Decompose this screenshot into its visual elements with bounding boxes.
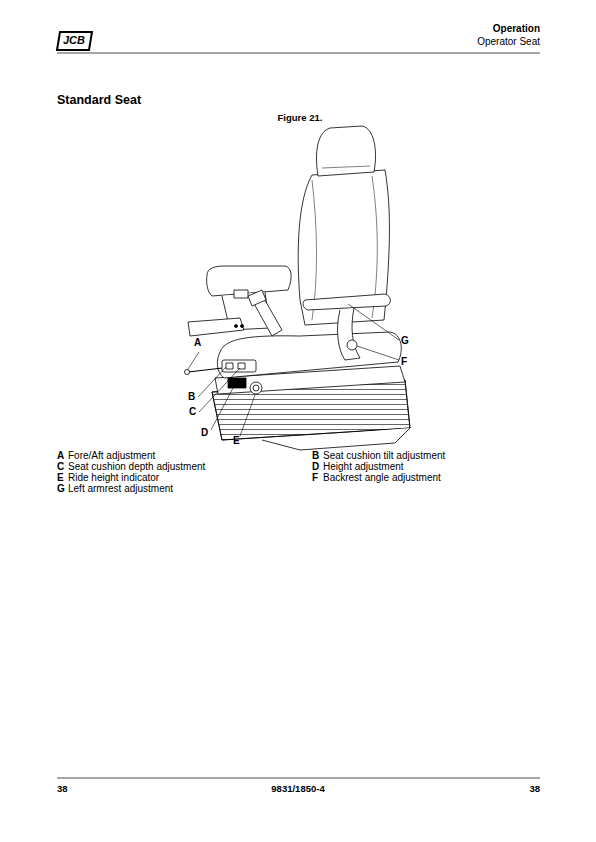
section-title: Operator Seat	[477, 36, 540, 48]
key-description: Ride height indicator	[68, 472, 159, 484]
key-letter: B	[312, 450, 319, 462]
key-description: Left armrest adjustment	[68, 483, 173, 495]
callout-letter: F	[401, 356, 407, 368]
headrest	[317, 126, 376, 176]
key-description: Seat cushion depth adjustment	[68, 461, 205, 473]
backrest	[298, 170, 389, 325]
key-letter: D	[312, 461, 319, 473]
seat-cushion	[217, 332, 401, 378]
key-letter: E	[57, 472, 64, 484]
backrest-knob	[347, 340, 357, 350]
callout-letter: D	[201, 427, 208, 439]
page-number: 38	[57, 784, 68, 795]
right-armrest	[303, 294, 390, 310]
front-panel	[222, 360, 256, 372]
callout-letter: A	[194, 337, 201, 349]
leader-lines	[188, 304, 399, 436]
section-heading: Standard Seat	[57, 93, 141, 107]
ride-height-indicator	[250, 382, 262, 394]
key-description: Seat cushion tilt adjustment	[323, 450, 445, 462]
key-letter: G	[57, 483, 65, 495]
callout-letter: B	[188, 391, 195, 403]
left-armrest-pod	[207, 266, 291, 296]
callout-letter: C	[189, 406, 196, 418]
key-letter: F	[312, 472, 318, 484]
figure-caption: Figure 21.	[278, 113, 323, 124]
chapter-title: Operation	[493, 23, 540, 35]
key-letter: A	[57, 450, 64, 462]
callout-letter: G	[401, 335, 409, 347]
key-description: Backrest angle adjustment	[323, 472, 441, 484]
header-rule	[57, 53, 540, 54]
logo-badge	[57, 32, 92, 50]
key-description: Height adjustment	[323, 461, 404, 473]
callout-letter: E	[233, 435, 240, 447]
key-description: Fore/Aft adjustment	[68, 450, 155, 462]
document-number: 9831/1850-4	[271, 784, 324, 795]
footer-rule	[57, 778, 540, 779]
key-letter: C	[57, 461, 64, 473]
page-number: 38	[529, 784, 540, 795]
height-lever	[228, 378, 246, 388]
brand-logo: JCB	[63, 34, 85, 47]
